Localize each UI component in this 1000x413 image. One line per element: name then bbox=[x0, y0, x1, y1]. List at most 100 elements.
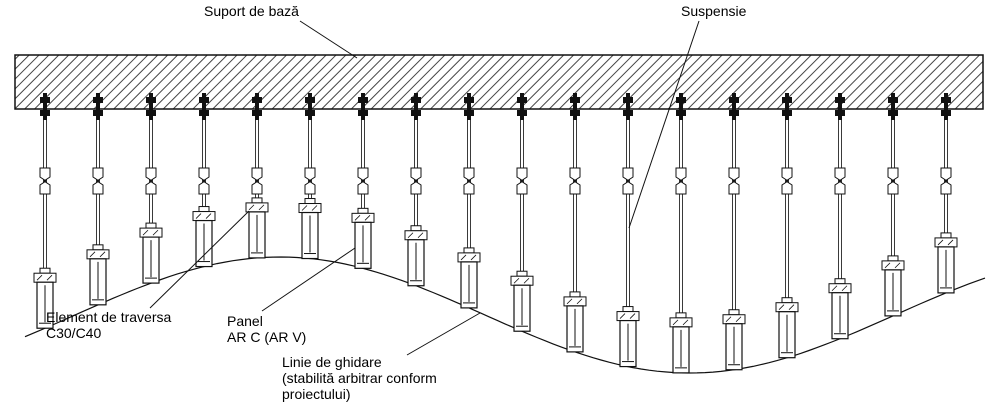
leader-panel bbox=[261, 247, 356, 312]
panel-icon bbox=[354, 221, 372, 269]
anchor-bolt-icon bbox=[888, 93, 898, 120]
leader-cross-member bbox=[149, 210, 250, 309]
anchor-bolt-icon bbox=[782, 93, 792, 120]
panel-icon bbox=[195, 219, 213, 268]
anchor-bolt-icon bbox=[358, 93, 368, 120]
adjuster-clip-icon bbox=[251, 167, 263, 195]
anchor-bolt-icon bbox=[941, 93, 951, 120]
hanger-assembly bbox=[192, 93, 216, 268]
hanger-assembly bbox=[510, 93, 534, 332]
adjuster-clip-icon bbox=[516, 167, 528, 195]
panel-icon bbox=[778, 311, 796, 359]
label-suspension: Suspensie bbox=[681, 3, 747, 19]
label-cross-member: Element de traversa C30/C40 bbox=[46, 309, 172, 341]
adjuster-clip-icon bbox=[198, 167, 210, 195]
anchor-bolt-icon bbox=[729, 93, 739, 120]
panel-icon bbox=[725, 323, 743, 371]
cross-member-icon bbox=[510, 270, 534, 286]
panel-icon bbox=[513, 284, 531, 332]
leader-guide-line bbox=[406, 312, 481, 356]
panel-icon bbox=[89, 258, 107, 306]
adjuster-clip-icon bbox=[781, 167, 793, 195]
cross-member-icon bbox=[722, 309, 746, 325]
adjuster-clip-icon bbox=[728, 167, 740, 195]
cross-member-icon bbox=[828, 278, 852, 294]
hanger-assembly bbox=[457, 93, 481, 309]
adjuster-clip-icon bbox=[463, 167, 475, 195]
leader-suspension bbox=[628, 20, 700, 229]
hanger-assembly bbox=[775, 93, 799, 359]
cross-member-icon bbox=[881, 255, 905, 271]
cross-member-icon bbox=[139, 222, 163, 238]
adjuster-clip-icon bbox=[622, 167, 634, 195]
panel-icon bbox=[566, 305, 584, 353]
adjuster-clip-icon bbox=[675, 167, 687, 195]
hanger-assembly bbox=[881, 93, 905, 317]
cross-member-icon bbox=[616, 306, 640, 322]
hanger-assembly bbox=[563, 93, 587, 353]
cross-member-icon bbox=[563, 291, 587, 307]
cross-member-icon bbox=[33, 267, 57, 283]
anchor-bolt-icon bbox=[411, 93, 421, 120]
panel-icon bbox=[36, 281, 54, 329]
cross-member-icon bbox=[298, 198, 322, 214]
panel-icon bbox=[831, 292, 849, 340]
anchor-bolt-icon bbox=[676, 93, 686, 120]
adjuster-clip-icon bbox=[569, 167, 581, 195]
hanger-assembly bbox=[33, 93, 57, 329]
hanger-assembly bbox=[404, 93, 428, 287]
anchor-bolt-icon bbox=[835, 93, 845, 120]
anchor-bolt-icon bbox=[570, 93, 580, 120]
panel-icon bbox=[407, 239, 425, 287]
adjuster-clip-icon bbox=[410, 167, 422, 195]
leader-base-support bbox=[299, 20, 358, 59]
anchor-bolt-icon bbox=[93, 93, 103, 120]
cross-member-icon bbox=[404, 225, 428, 241]
cross-member-icon bbox=[775, 297, 799, 313]
panel-icon bbox=[460, 261, 478, 309]
hanger-assembly bbox=[351, 93, 375, 269]
cross-member-icon bbox=[669, 312, 693, 328]
panel-icon bbox=[248, 211, 266, 259]
hanger-assembly bbox=[616, 93, 640, 368]
adjuster-clip-icon bbox=[940, 167, 952, 195]
label-panel: Panel AR C (AR V) bbox=[227, 313, 307, 345]
adjuster-clip-icon bbox=[92, 167, 104, 195]
adjuster-clip-icon bbox=[145, 167, 157, 195]
hanger-assembly bbox=[828, 93, 852, 340]
anchor-bolt-icon bbox=[623, 93, 633, 120]
anchor-bolt-icon bbox=[199, 93, 209, 120]
anchor-bolt-icon bbox=[146, 93, 156, 120]
cross-member-icon bbox=[192, 206, 216, 222]
anchor-bolt-icon bbox=[517, 93, 527, 120]
hanger-assembly bbox=[934, 93, 958, 294]
cross-member-icon bbox=[351, 207, 375, 223]
adjuster-clip-icon bbox=[887, 167, 899, 195]
guide-line-curve bbox=[24, 256, 986, 374]
hanger-assembly bbox=[139, 93, 163, 284]
adjuster-clip-icon bbox=[834, 167, 846, 195]
cross-member-icon bbox=[457, 247, 481, 263]
anchor-bolt-icon bbox=[40, 93, 50, 120]
cross-member-icon bbox=[245, 197, 269, 213]
hanger-assembly bbox=[722, 93, 746, 371]
hanger-assembly bbox=[86, 93, 110, 306]
anchor-bolt-icon bbox=[305, 93, 315, 120]
adjuster-clip-icon bbox=[357, 167, 369, 195]
panel-icon bbox=[619, 319, 637, 368]
panel-icon bbox=[142, 236, 160, 284]
hanger-assembly bbox=[245, 93, 269, 259]
anchor-bolt-icon bbox=[252, 93, 262, 120]
cross-member-icon bbox=[86, 244, 110, 260]
anchor-bolt-icon bbox=[464, 93, 474, 120]
cross-member-icon bbox=[934, 232, 958, 248]
adjuster-clip-icon bbox=[304, 167, 316, 195]
label-guide-line: Linie de ghidare (stabilită arbitrar con… bbox=[282, 354, 437, 402]
base-support-band bbox=[14, 54, 984, 110]
panel-icon bbox=[937, 246, 955, 294]
hanger-assembly bbox=[669, 93, 693, 374]
panel-icon bbox=[301, 211, 319, 260]
panel-icon bbox=[884, 269, 902, 317]
